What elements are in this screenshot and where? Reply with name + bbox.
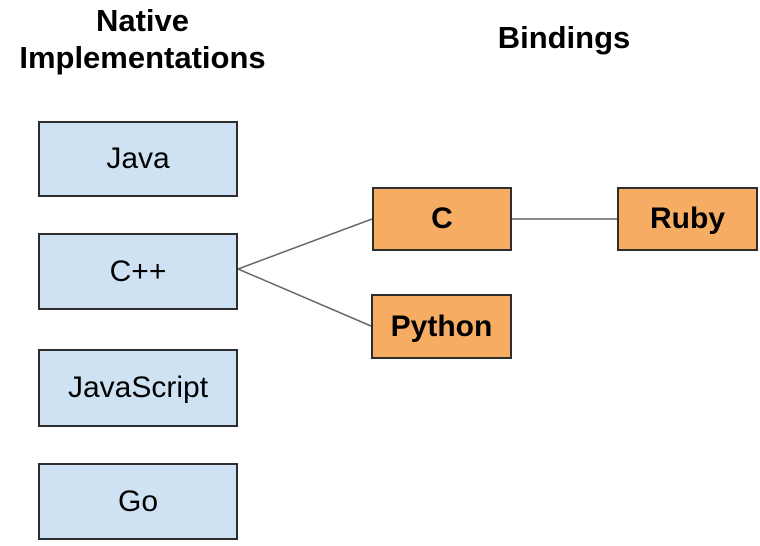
native-implementations-title: Native Implementations [19,3,266,75]
node-go: Go [38,463,238,540]
node-c-binding: C [372,187,512,251]
node-python-binding: Python [371,294,512,359]
node-java: Java [38,121,238,197]
edge-cpp-to-python [237,268,372,327]
node-javascript: JavaScript [38,349,238,427]
node-ruby-binding: Ruby [617,187,758,251]
edge-cpp-to-c [237,218,373,270]
bindings-title: Bindings [497,20,631,55]
node-cpp: C++ [38,233,238,310]
